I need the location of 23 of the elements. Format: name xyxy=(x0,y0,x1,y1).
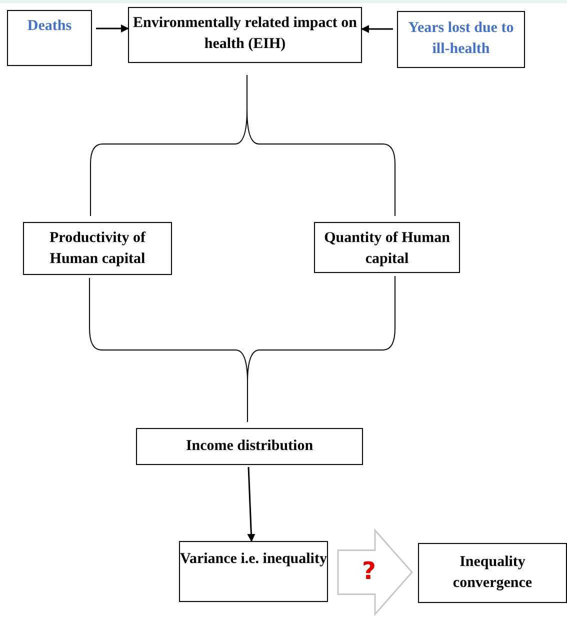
process-box xyxy=(397,11,525,68)
box-text: Income distribution xyxy=(186,437,314,456)
process-box xyxy=(128,7,362,63)
process-box xyxy=(23,222,172,275)
box-text: Years lost due to ill-health xyxy=(407,19,515,59)
box-text: Variance i.e. inequality xyxy=(180,550,327,569)
box-text: Quantity of Human capital xyxy=(323,229,451,269)
box-text: Environmentally related impact on health (EIH) xyxy=(132,14,358,54)
box-text: Productivity of Human capital xyxy=(48,229,147,269)
box-text: Deaths xyxy=(27,17,72,36)
block-arrow xyxy=(337,528,413,616)
process-box xyxy=(314,222,460,273)
edge-label: ? xyxy=(362,558,376,584)
box-text: Inequality convergence xyxy=(452,553,534,593)
process-box xyxy=(179,541,328,602)
arrow xyxy=(96,24,129,32)
process-box xyxy=(136,428,363,465)
arrow xyxy=(361,25,393,33)
process-box xyxy=(7,10,92,66)
process-box xyxy=(418,543,567,603)
brace-line xyxy=(246,74,396,216)
arrow xyxy=(247,466,256,542)
brace-line xyxy=(247,276,396,422)
